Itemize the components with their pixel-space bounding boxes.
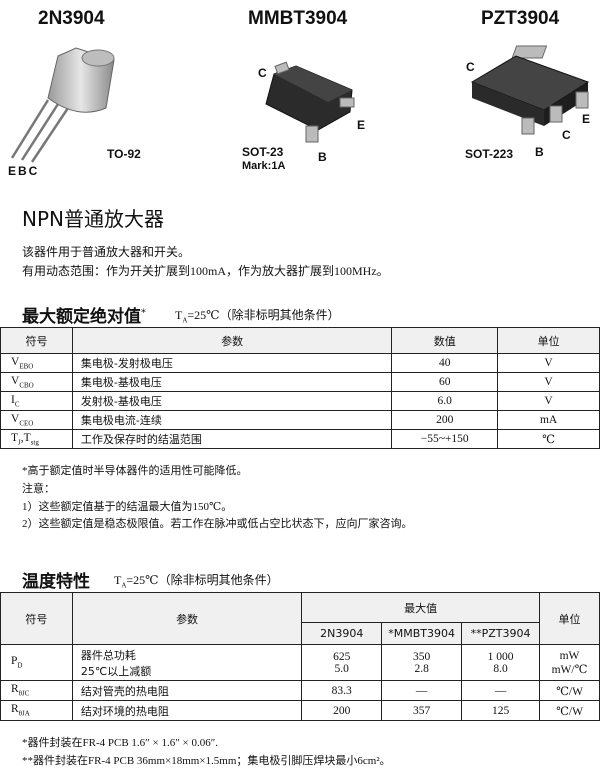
to92-package-image bbox=[10, 47, 115, 163]
parameter-cell: 结对管壳的热电阻 bbox=[71, 680, 303, 701]
pin-c-label: C bbox=[258, 66, 267, 80]
symbol-cell: VCBO bbox=[0, 372, 73, 392]
pin-c2-label: C bbox=[562, 128, 571, 142]
value-cell: 125 bbox=[461, 700, 541, 721]
value-cell: −55~+150 bbox=[391, 429, 499, 449]
abs-max-table: 符号 参数 数值 单位 VEBO 集电极-发射极电压 40 V VCBO 集电极… bbox=[0, 327, 600, 449]
part-name-pzt3904: PZT3904 bbox=[481, 8, 560, 29]
table-row: RθJC 结对管壳的热电阻 83.3 — — ℃/W bbox=[0, 680, 600, 701]
abs-max-note-1: *高于额定值时半导体器件的适用性可能降低。 bbox=[22, 465, 248, 477]
unit-cell: V bbox=[497, 353, 600, 373]
thermal-title: 温度特性 bbox=[22, 572, 90, 592]
symbol-cell: IC bbox=[0, 391, 73, 411]
unit-cell: ℃/W bbox=[539, 700, 600, 721]
table-row: VCEO 集电极电流-连续 200 mA bbox=[0, 410, 600, 430]
thermal-note-2: **器件封装在FR-4 PCB 36mm×18mm×1.5mm；集电极引脚压焊块… bbox=[22, 755, 391, 767]
part-name-2n3904: 2N3904 bbox=[38, 8, 105, 29]
abs-max-condition: TA=25℃（除非标明其他条件） bbox=[175, 308, 340, 325]
pin-b-label: B bbox=[318, 150, 327, 164]
symbol-cell: TJ,Tstg bbox=[0, 429, 73, 449]
table-row: VEBO 集电极-发射极电压 40 V bbox=[0, 353, 600, 373]
header-unit: 单位 bbox=[497, 327, 600, 354]
sot223-package-image bbox=[470, 45, 590, 135]
table-header-row: 符号 参数 数值 单位 bbox=[0, 327, 600, 354]
pin-e-label: E bbox=[357, 118, 366, 132]
unit-cell: V bbox=[497, 372, 600, 392]
unit-cell: ℃ bbox=[497, 429, 600, 449]
symbol-cell: VEBO bbox=[0, 353, 73, 373]
value-cell: 6.0 bbox=[391, 391, 499, 411]
description-line-1: 该器件用于普通放大器和开关。 bbox=[22, 245, 191, 259]
header-symbol: 符号 bbox=[0, 592, 73, 645]
parameter-cell: 工作及保存时的结温范围 bbox=[71, 429, 393, 449]
value-cell: 200 bbox=[391, 410, 499, 430]
header-parameter: 参数 bbox=[71, 327, 393, 354]
parameter-cell: 结对环境的热电阻 bbox=[71, 700, 303, 721]
parameter-cell: 发射极-基极电压 bbox=[71, 391, 393, 411]
part-name-mmbt3904: MMBT3904 bbox=[248, 8, 348, 29]
package-to92-label: TO-92 bbox=[107, 147, 141, 161]
header-value: 数值 bbox=[391, 327, 499, 354]
table-header-row: 符号 参数 最大值 单位 bbox=[0, 592, 600, 645]
header-part-2n3904: 2N3904 bbox=[301, 622, 383, 645]
unit-cell: mA bbox=[497, 410, 600, 430]
abs-max-note-3: 1）这些额定值基于的结温最大值为150℃。 bbox=[22, 501, 233, 513]
parameter-cell: 器件总功耗 25℃以上减额 bbox=[71, 644, 303, 681]
value-cell: — bbox=[461, 680, 541, 701]
value-cell: 200 bbox=[301, 700, 383, 721]
symbol-cell: VCEO bbox=[0, 410, 73, 430]
header-part-mmbt3904: *MMBT3904 bbox=[381, 622, 463, 645]
abs-max-title: 最大额定绝对值* bbox=[22, 307, 146, 327]
parameter-cell: 集电极电流-连续 bbox=[71, 410, 393, 430]
thermal-note-1: *器件封装在FR-4 PCB 1.6″ × 1.6″ × 0.06″. bbox=[22, 737, 219, 749]
package-sot23-label: SOT-23 bbox=[242, 145, 284, 159]
symbol-cell: PD bbox=[0, 644, 73, 681]
abs-max-note-2: 注意： bbox=[22, 483, 55, 495]
parameter-cell: 集电极-基极电压 bbox=[71, 372, 393, 392]
value-cell: — bbox=[381, 680, 463, 701]
parameter-line: 25℃以上减额 bbox=[80, 664, 152, 678]
package-sot223-label: SOT-223 bbox=[465, 147, 514, 161]
sot23-package-image bbox=[265, 61, 355, 143]
table-row: VCBO 集电极-基极电压 60 V bbox=[0, 372, 600, 392]
header-parameter: 参数 bbox=[71, 592, 303, 645]
pin-c-label: C bbox=[466, 60, 475, 74]
table-row: RθJA 结对环境的热电阻 200 357 125 ℃/W bbox=[0, 700, 600, 721]
table-header-row: 2N3904 *MMBT3904 **PZT3904 bbox=[1, 622, 600, 645]
symbol-cell: RθJC bbox=[0, 680, 73, 701]
thermal-condition: TA=25℃（除非标明其他条件） bbox=[114, 573, 279, 590]
description-line-2: 有用动态范围：作为开关扩展到100mA，作为放大器扩展到100MHz。 bbox=[22, 264, 389, 278]
unit-cell: V bbox=[497, 391, 600, 411]
header-symbol: 符号 bbox=[0, 327, 73, 354]
parameter-cell: 集电极-发射极电压 bbox=[71, 353, 393, 373]
page-title: NPN普通放大器 bbox=[22, 207, 164, 231]
pin-b-label: B bbox=[535, 145, 544, 159]
pin-e-label: E bbox=[582, 112, 591, 126]
header-unit: 单位 bbox=[539, 592, 600, 645]
unit-cell: ℃/W bbox=[539, 680, 600, 701]
value-cell: 357 bbox=[381, 700, 463, 721]
pin-labels-ebc: EBC bbox=[8, 164, 40, 178]
package-mark: Mark:1A bbox=[242, 160, 286, 172]
parameter-line: 器件总功耗 bbox=[80, 648, 136, 662]
abs-max-note-4: 2）这些额定值是稳态极限值。若工作在脉冲或低占空比状态下，应向厂家咨询。 bbox=[22, 518, 413, 530]
table-row: TJ,Tstg 工作及保存时的结温范围 −55~+150 ℃ bbox=[0, 429, 600, 449]
value-cell: 83.3 bbox=[301, 680, 383, 701]
value-cell: 60 bbox=[391, 372, 499, 392]
header-max: 最大值 bbox=[301, 592, 541, 623]
value-cell: 40 bbox=[391, 353, 499, 373]
symbol-cell: RθJA bbox=[0, 700, 73, 721]
header-part-pzt3904: **PZT3904 bbox=[461, 622, 541, 645]
table-row: IC 发射极-基极电压 6.0 V bbox=[0, 391, 600, 411]
thermal-table: 符号 参数 最大值 单位 2N3904 *MMBT3904 **PZT3904 … bbox=[0, 592, 600, 721]
